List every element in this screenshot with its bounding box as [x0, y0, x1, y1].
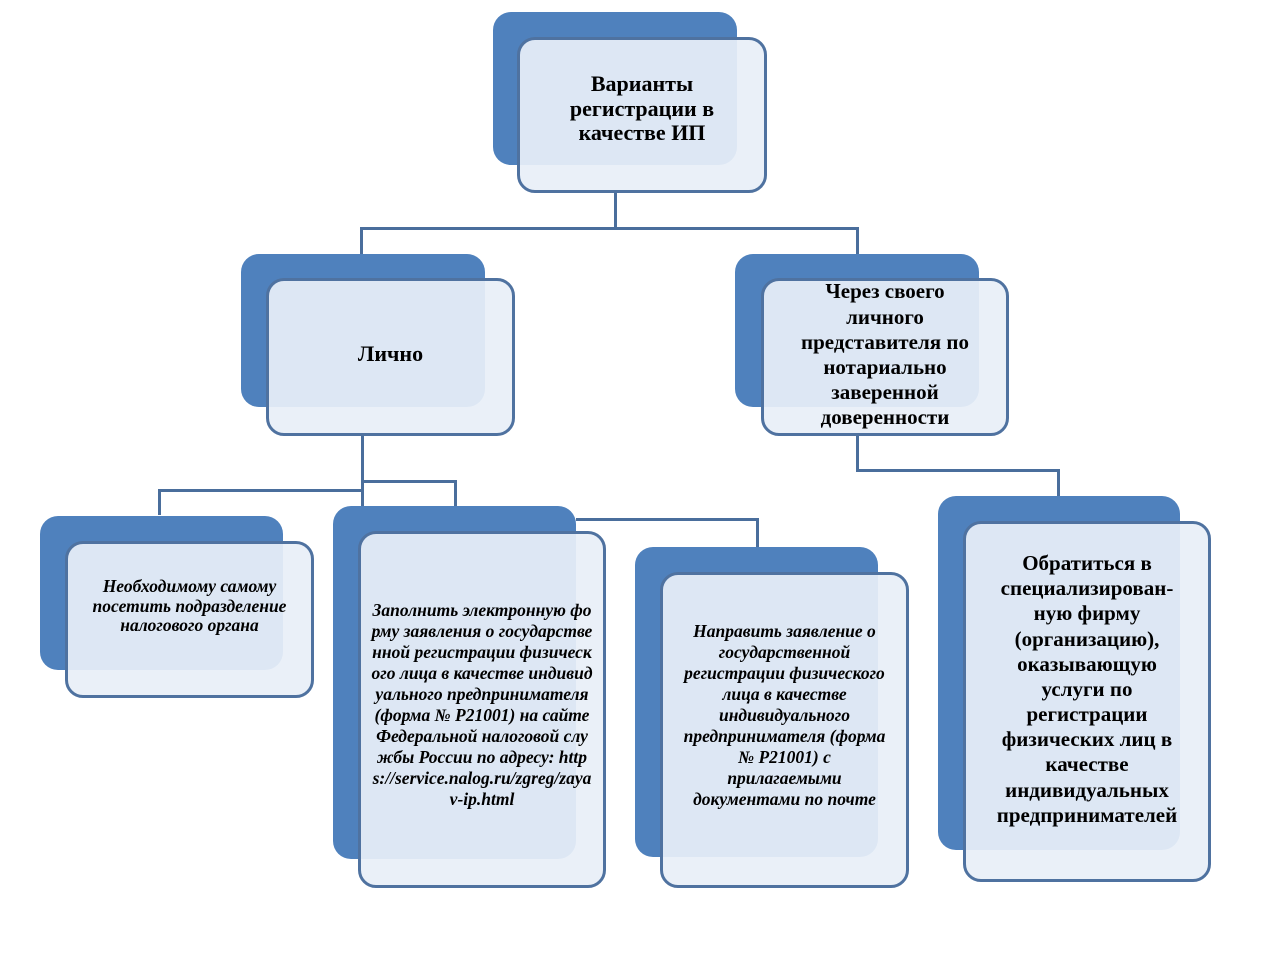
personally-node: Лично [266, 278, 515, 436]
representative-node-label: Через своего личного представителя по но… [801, 279, 969, 430]
connector-level1-bar [360, 227, 859, 230]
connector-personally-right-bar [361, 480, 457, 483]
connector-to-visit [158, 489, 161, 515]
representative-node: Через своего личного представителя по но… [761, 278, 1009, 436]
connector-to-firm [1057, 469, 1060, 497]
online-node-label: Заполнить электронную форму заявления о … [371, 599, 593, 809]
connector-root-down [614, 192, 617, 230]
connector-representative-down [856, 435, 859, 472]
connector-to-mail [756, 518, 759, 548]
online-node: Заполнить электронную форму заявления о … [358, 531, 606, 888]
mail-node: Направить заявление о государственной ре… [660, 572, 909, 888]
connector-online-to-mail-bar [576, 518, 759, 521]
firm-node-label: Обратиться в специализирован-ную фирму (… [996, 550, 1178, 827]
connector-representative-bar [856, 469, 1060, 472]
root-node: Варианты регистрации в качестве ИП [517, 37, 767, 193]
connector-to-personally [360, 227, 363, 255]
connector-to-representative [856, 227, 859, 255]
visit-node-label: Необходимому самому посетить подразделен… [92, 576, 287, 636]
mail-node-label: Направить заявление о государственной ре… [683, 620, 886, 809]
visit-node: Необходимому самому посетить подразделен… [65, 541, 314, 698]
connector-to-online [454, 480, 457, 506]
firm-node: Обратиться в специализирован-ную фирму (… [963, 521, 1211, 882]
connector-personally-left-bar [158, 489, 364, 492]
personally-node-label: Лично [357, 340, 424, 366]
connector-personally-down [361, 435, 364, 507]
root-node-label: Варианты регистрации в качестве ИП [569, 71, 715, 146]
